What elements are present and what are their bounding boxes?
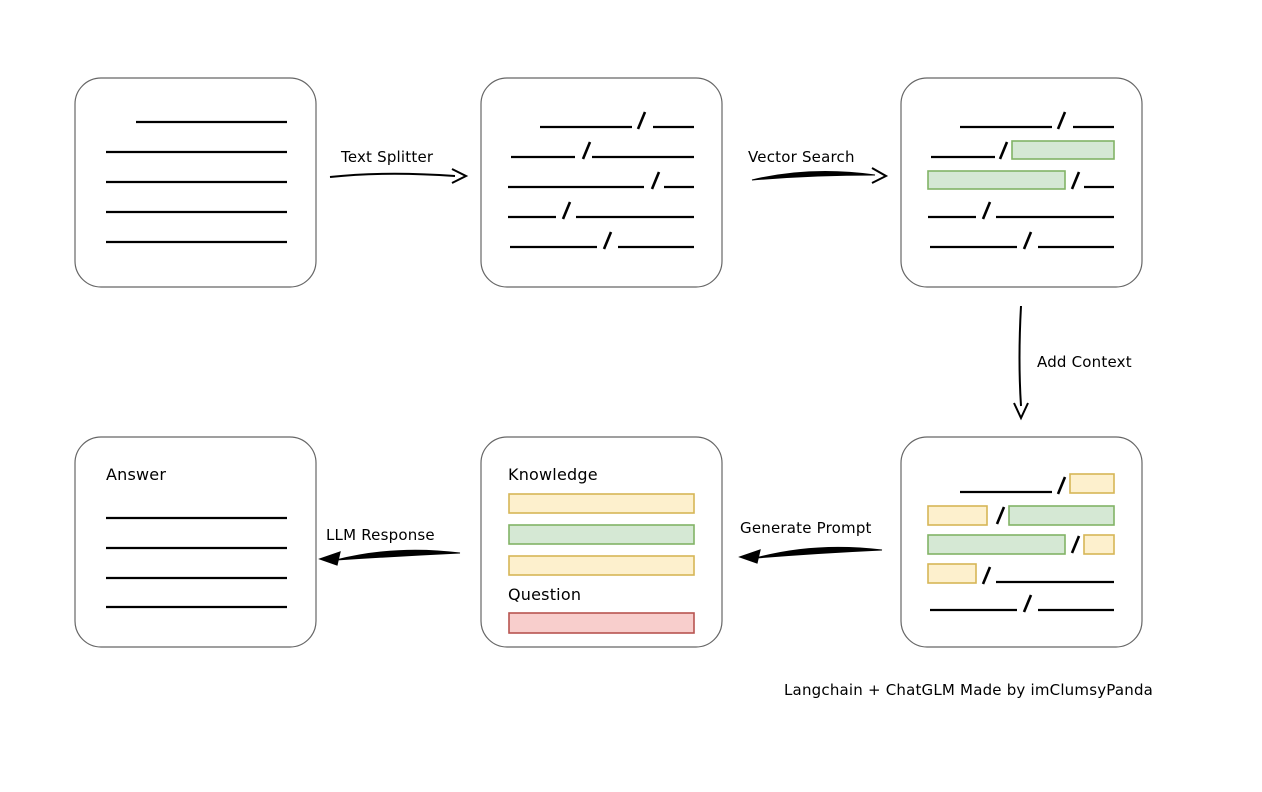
knowledge-bar-green-1: [508, 524, 695, 545]
chunk-highlight-green: [927, 170, 1066, 190]
chunk-separator-slash: [981, 201, 992, 220]
chunk-highlight-yellow: [1069, 473, 1115, 494]
card-outline: [74, 436, 317, 648]
chunk-separator-slash: [1022, 231, 1033, 250]
chunk-highlight-yellow: [927, 563, 977, 584]
chunk-row: [510, 231, 694, 250]
arrow-generate-prompt: [738, 546, 883, 564]
prompt-knowledge-heading: Knowledge: [508, 465, 598, 484]
arrow-llm-response: [318, 549, 461, 566]
chunk-row: [927, 563, 1114, 585]
chunk-highlight-green: [927, 534, 1066, 555]
chunk-separator-slash: [995, 506, 1006, 525]
chunk-separator-slash: [581, 141, 592, 160]
card-matched-chunks[interactable]: [900, 77, 1143, 288]
chunk-row: [511, 141, 694, 160]
chunk-separator-slash: [1056, 476, 1067, 495]
chunk-row: [930, 594, 1114, 613]
knowledge-bar-yellow-1: [508, 493, 695, 514]
chunk-row: [931, 140, 1115, 160]
chunk-row: [508, 171, 694, 190]
chunk-row: [540, 111, 694, 130]
edge-label-llm-response: LLM Response: [326, 526, 435, 544]
chunk-row: [928, 201, 1114, 220]
chunk-separator-slash: [1070, 171, 1081, 190]
edge-label-add-context: Add Context: [1037, 353, 1132, 371]
chunk-highlight-green: [1011, 140, 1115, 160]
answer-heading: Answer: [106, 465, 167, 484]
chunk-separator-slash: [1056, 111, 1067, 130]
arrow-add-context: [1013, 305, 1029, 421]
arrow-text-splitter: [329, 168, 469, 184]
arrow-head-icon: [1013, 402, 1029, 421]
chunk-row: [927, 534, 1115, 555]
arrow-shaft: [751, 170, 876, 181]
card-answer[interactable]: [74, 436, 317, 648]
arrow-head-icon: [318, 551, 341, 566]
chunk-separator-slash: [650, 171, 661, 190]
chunk-separator-slash: [561, 201, 572, 220]
chunk-separator-slash: [1022, 594, 1033, 613]
chunk-row: [960, 111, 1114, 130]
chunk-row: [508, 201, 694, 220]
footer-caption: Langchain + ChatGLM Made by imClumsyPand…: [784, 681, 1154, 699]
arrow-shaft: [329, 172, 456, 178]
card-outline: [480, 77, 723, 288]
chunk-highlight-yellow: [1083, 534, 1115, 555]
chunk-row: [930, 231, 1114, 250]
chunk-separator-slash: [998, 141, 1009, 160]
knowledge-bar-yellow-2: [508, 555, 695, 576]
chunk-row: [927, 170, 1114, 190]
chunk-separator-slash: [1070, 535, 1081, 554]
arrow-vector-search: [751, 167, 889, 184]
arrow-shaft: [1018, 305, 1022, 407]
card-source-document-rows: [106, 120, 287, 244]
chunk-separator-slash: [636, 111, 647, 130]
card-split-chunks[interactable]: [480, 77, 723, 288]
chunk-highlight-yellow: [927, 505, 988, 526]
chunk-separator-slash: [602, 231, 613, 250]
card-prompt[interactable]: [480, 436, 723, 648]
question-bar-red-1: [508, 612, 695, 634]
chunk-highlight-green: [1008, 505, 1115, 526]
edge-label-text-splitter: Text Splitter: [341, 148, 434, 166]
card-context-chunks[interactable]: [900, 436, 1143, 648]
card-source-document[interactable]: [74, 77, 317, 288]
edge-label-vector-search: Vector Search: [748, 148, 855, 166]
edge-label-generate-prompt: Generate Prompt: [740, 519, 872, 537]
arrow-head-icon: [871, 167, 889, 184]
arrow-head-icon: [738, 549, 761, 564]
prompt-question-heading: Question: [508, 585, 582, 604]
arrow-head-icon: [451, 168, 469, 184]
chunk-separator-slash: [981, 566, 992, 585]
chunk-row: [960, 473, 1115, 495]
arrow-shaft: [335, 549, 461, 561]
chunk-row: [927, 505, 1115, 526]
arrow-shaft: [755, 546, 883, 559]
